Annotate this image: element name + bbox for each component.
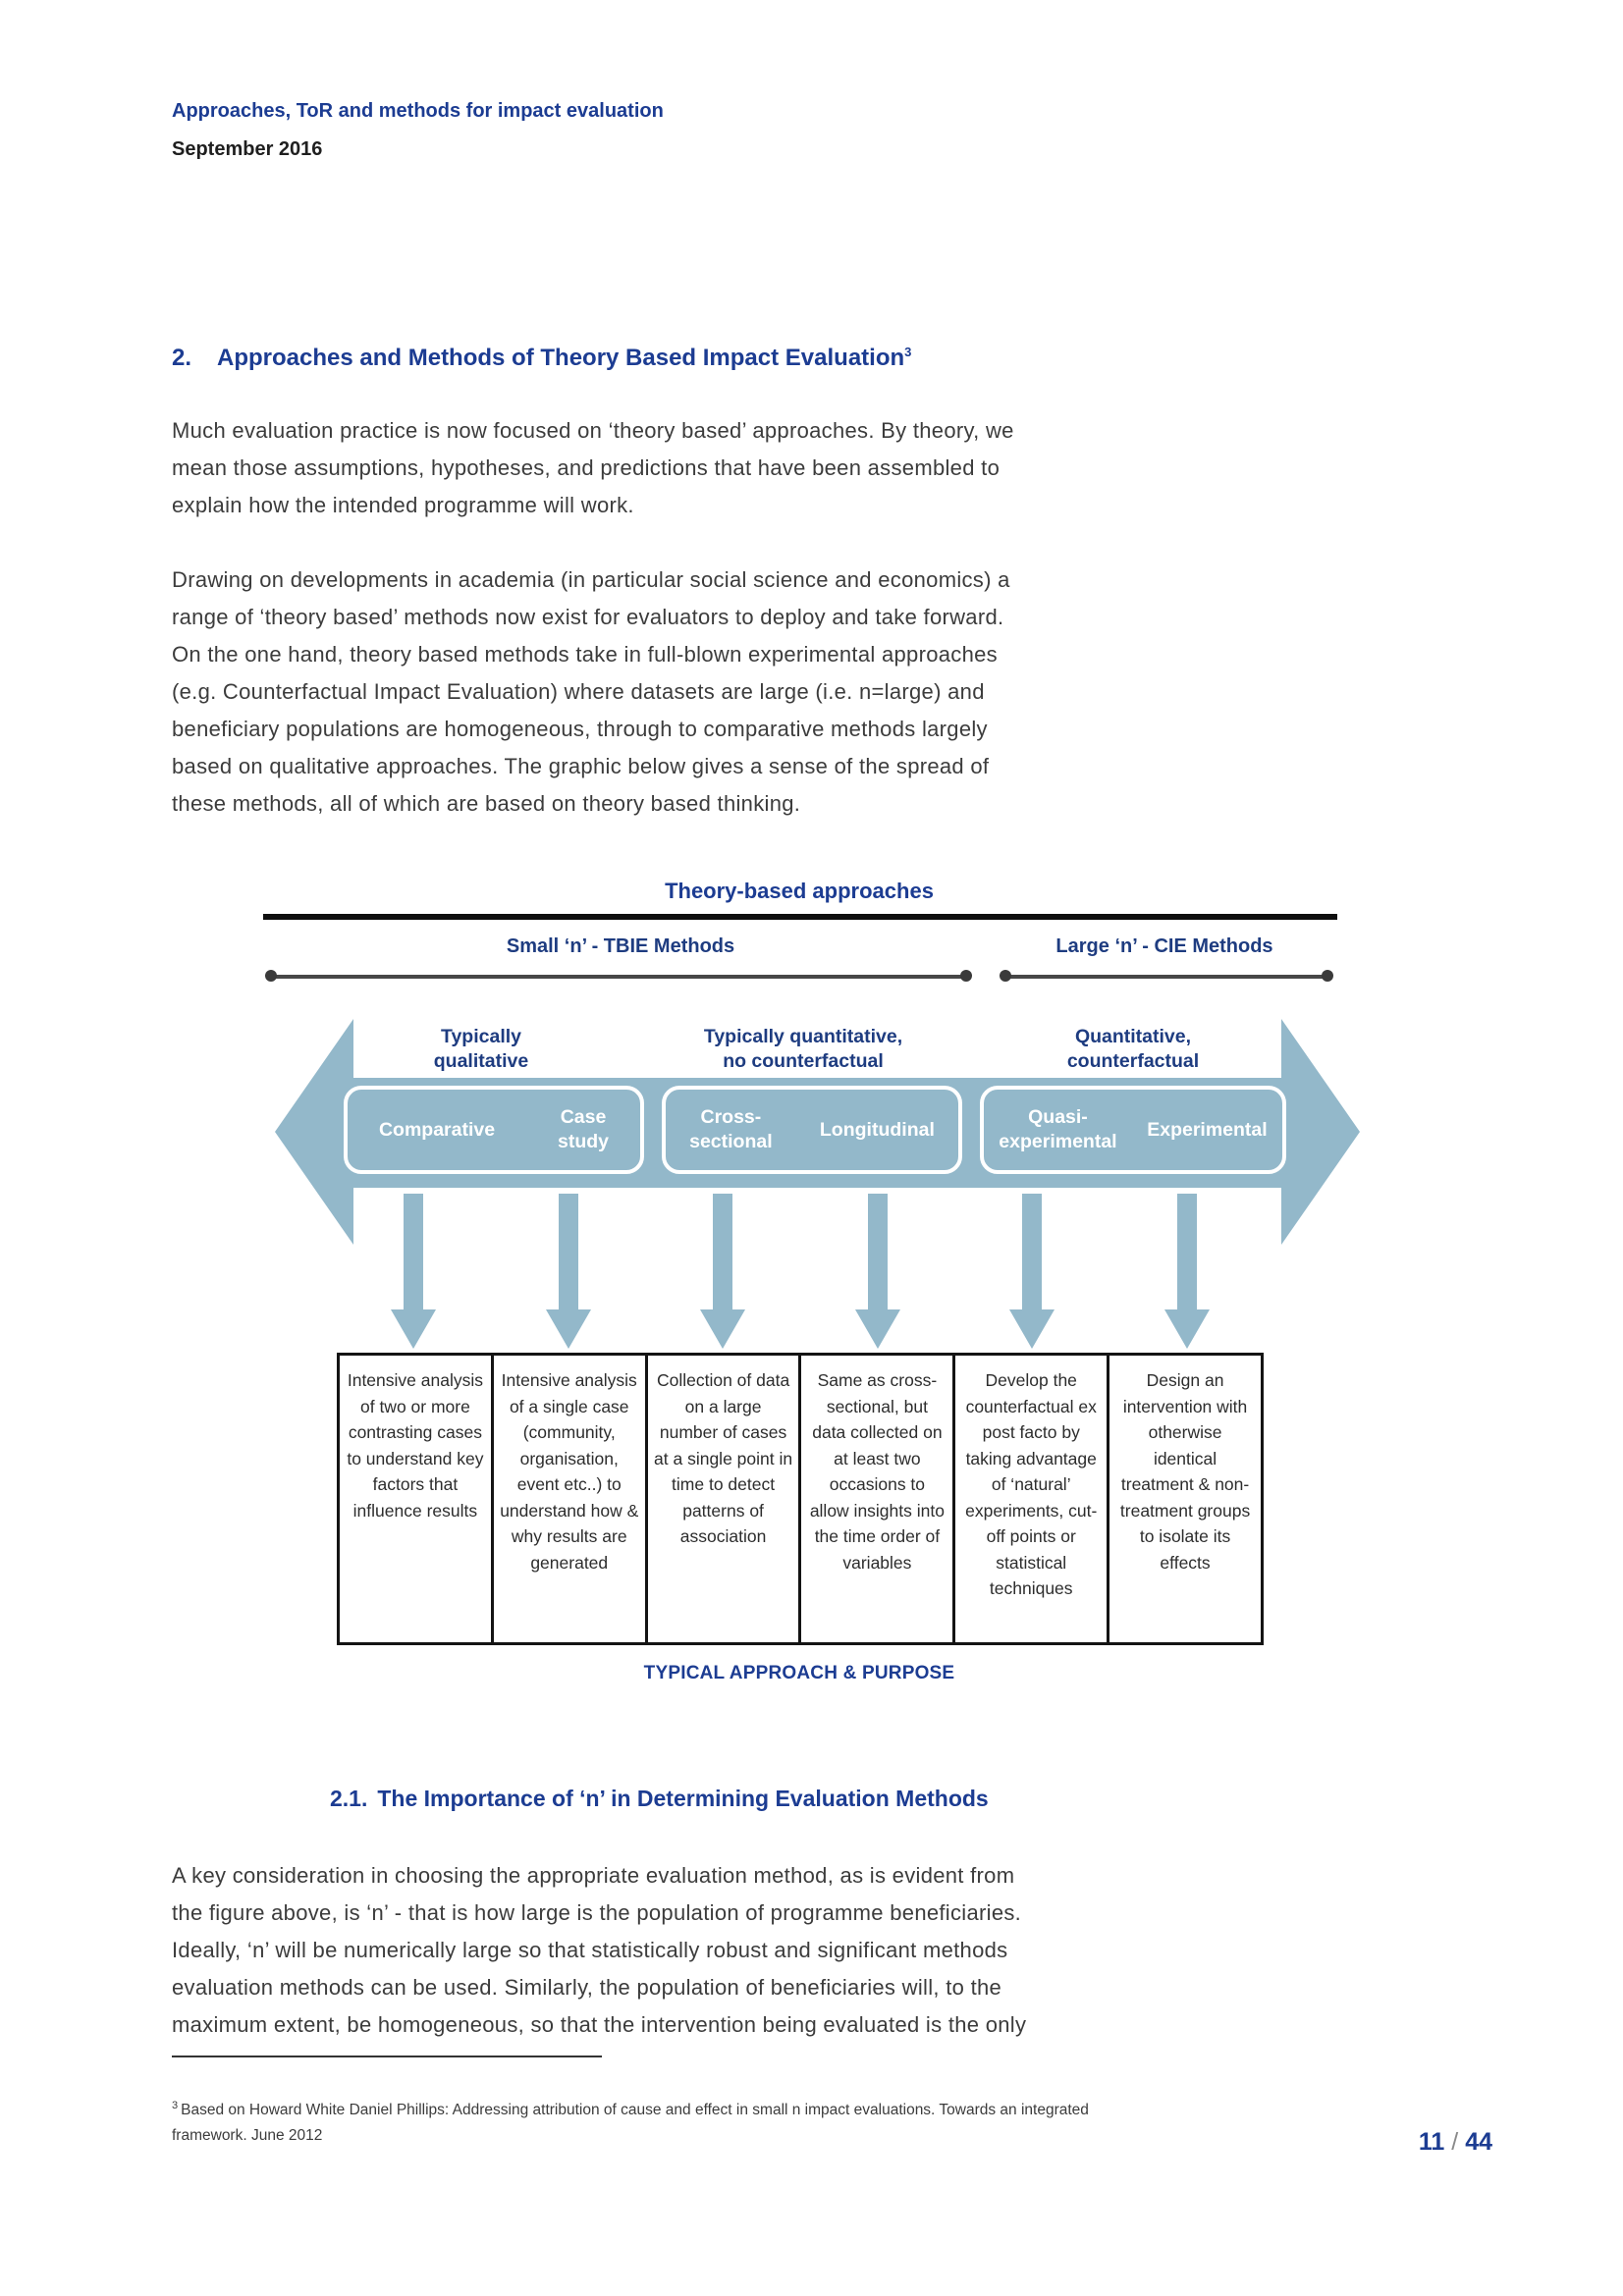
footnote-number: 3 bbox=[172, 2100, 179, 2111]
page-number: 11 / 44 bbox=[1330, 2128, 1492, 2157]
running-header-date: September 2016 bbox=[172, 138, 323, 160]
down-arrow-icon bbox=[1164, 1194, 1210, 1349]
page-number-separator: / bbox=[1451, 2128, 1459, 2156]
method-box-counterfactual: Quasi- experimental Experimental bbox=[980, 1086, 1286, 1174]
footnote-text: Based on Howard White Daniel Phillips: A… bbox=[172, 2102, 1089, 2145]
section-2-title: Approaches and Methods of Theory Based I… bbox=[217, 345, 905, 371]
diagram-top-rule bbox=[263, 914, 1337, 920]
range-line-right bbox=[1001, 975, 1329, 979]
method-comparative: Comparative bbox=[378, 1118, 496, 1141]
range-line-left bbox=[267, 975, 968, 979]
approach-purpose-table: Intensive analysis of two or more contra… bbox=[337, 1353, 1264, 1645]
method-experimental: Experimental bbox=[1147, 1118, 1268, 1141]
down-arrow-icon bbox=[391, 1194, 436, 1349]
table-cell-experimental: Design an intervention with otherwise id… bbox=[1119, 1370, 1251, 1573]
group-label-qualitative: Typically qualitative bbox=[433, 1026, 529, 1072]
range-dot bbox=[265, 970, 277, 982]
section-2-number: 2. bbox=[172, 345, 192, 371]
table-cell-longitudinal: Same as cross-sectional, but data collec… bbox=[801, 1356, 956, 1642]
running-header-title: Approaches, ToR and methods for impact e… bbox=[172, 100, 664, 122]
range-dot bbox=[1322, 970, 1333, 982]
section-2-1-heading: 2.1. The Importance of ‘n’ in Determining… bbox=[330, 1786, 989, 1812]
footnote-reference-mark: 3 bbox=[904, 345, 912, 359]
paragraph-2: Drawing on developments in academia (in … bbox=[172, 567, 1010, 816]
diagram-title: Theory-based approaches bbox=[665, 879, 934, 903]
down-arrow-icon bbox=[1009, 1194, 1055, 1349]
axis-label-large-n: Large ‘n’ - CIE Methods bbox=[1055, 935, 1273, 957]
method-cross-sectional: Cross- sectional bbox=[689, 1106, 773, 1152]
table-cell-case-study: Intensive analysis of a single case (com… bbox=[494, 1356, 648, 1642]
axis-label-small-n: Small ‘n’ - TBIE Methods bbox=[506, 935, 735, 957]
page-number-current: 11 bbox=[1418, 2128, 1445, 2156]
table-cell-quasi-experimental: Develop the counterfactual ex post facto… bbox=[955, 1356, 1110, 1642]
method-longitudinal: Longitudinal bbox=[819, 1118, 935, 1141]
range-dot bbox=[960, 970, 972, 982]
method-box-qualitative: Comparative Case study bbox=[344, 1086, 644, 1174]
paragraph-1: Much evaluation practice is now focused … bbox=[172, 418, 1014, 517]
section-2-heading: 2. Approaches and Methods of Theory Based… bbox=[172, 345, 911, 372]
group-label-quantitative-counterfactual: Quantitative, counterfactual bbox=[1066, 1026, 1200, 1072]
section-2-1-title: The Importance of ‘n’ in Determining Eva… bbox=[377, 1786, 989, 1811]
group-label-quantitative-no-counterfactual: Typically quantitative, no counterfactua… bbox=[703, 1026, 903, 1072]
method-case-study: Case study bbox=[558, 1106, 610, 1152]
paragraph-3: A key consideration in choosing the appr… bbox=[172, 1863, 1027, 2037]
down-arrow-icon bbox=[546, 1194, 591, 1349]
down-arrow-icon bbox=[855, 1194, 900, 1349]
section-2-1-number: 2.1. bbox=[330, 1786, 368, 1811]
down-arrow-icon bbox=[700, 1194, 745, 1349]
method-box-quantitative: Cross- sectional Longitudinal bbox=[662, 1086, 962, 1174]
table-cell-cross-sectional: Collection of data on a large number of … bbox=[648, 1356, 802, 1642]
method-quasi-experimental: Quasi- experimental bbox=[999, 1106, 1117, 1152]
table-cell-comparative: Intensive analysis of two or more contra… bbox=[340, 1356, 494, 1642]
range-dot bbox=[1000, 970, 1011, 982]
footnote-separator bbox=[172, 2056, 602, 2057]
diagram-caption: TYPICAL APPROACH & PURPOSE bbox=[643, 1663, 955, 1683]
page-number-total: 44 bbox=[1465, 2128, 1492, 2156]
